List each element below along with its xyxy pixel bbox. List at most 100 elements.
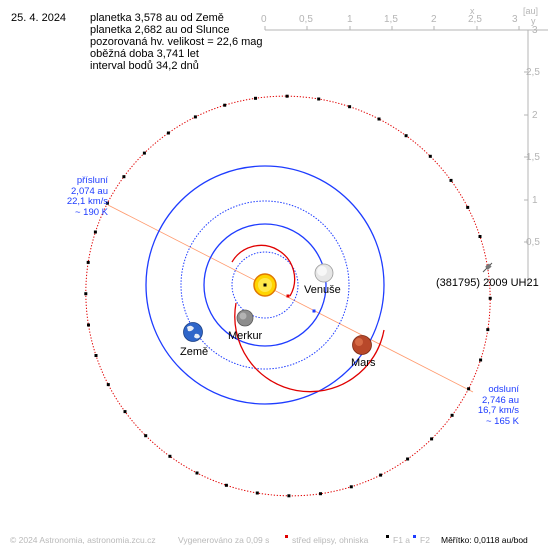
legend-center-swatch (285, 535, 288, 538)
earth-orbit (180, 200, 350, 370)
orbit-point-marker (94, 354, 98, 357)
orbit-point-marker (406, 457, 410, 461)
perihelion-info: přísluní 2,074 au 22,1 km/s ~ 190 K (66, 175, 108, 218)
generated-time: Vygenerováno za 0,09 s (178, 535, 270, 545)
aphelion-speed: 16,7 km/s (477, 405, 519, 416)
orbit-point-marker (86, 260, 90, 264)
orbit-point-marker (430, 437, 434, 441)
venus (314, 263, 334, 283)
aphelion-title: odsluní (488, 384, 519, 395)
orbit-point-marker (254, 96, 257, 100)
x-tick-2: 2 (431, 14, 437, 25)
x-scale-unit: [au] (523, 6, 539, 16)
y-tick-0-5: 0,5 (526, 237, 540, 248)
orbit-point-marker (87, 323, 90, 327)
orbit-point-marker (449, 178, 453, 182)
copyright: © 2024 Astronomia, astronomia.zcu.cz (10, 535, 156, 545)
legend-center-label: střed elipsy, ohniska (292, 535, 369, 545)
info-line-distance-sun: planetka 2,682 au od Slunce (90, 24, 230, 36)
orbit-point-marker (486, 328, 490, 332)
orbit-point-marker (377, 117, 381, 121)
y-tick-2-5: 2,5 (526, 67, 540, 78)
perihelion-distance: 2,074 au (71, 185, 108, 197)
info-line-period: oběžná doba 3,741 let (90, 48, 199, 60)
aphelion-distance: 2,746 au (482, 394, 519, 406)
x-axis-letter: x (470, 6, 475, 16)
mercury (236, 309, 254, 327)
asteroid-label: (381795) 2009 UH21 (436, 277, 539, 289)
orbit-point-marker (123, 410, 127, 414)
y-tick-3: 3 (532, 25, 538, 36)
info-line-magnitude: pozorovaná hv. velikost = 22,6 mag (90, 36, 263, 48)
x-tick-1-5: 1,5 (384, 14, 398, 25)
aphelion-info: odsluní 2,746 au 16,7 km/s ~ 165 K (477, 384, 519, 427)
y-axis-letter: y (531, 16, 536, 26)
orbit-point-marker (193, 115, 197, 119)
info-line-interval: interval bodů 34,2 dnů (90, 60, 199, 72)
aphelion-temperature: ~ 165 K (485, 415, 519, 427)
orbit-point-marker (224, 483, 228, 487)
info-line-distance-earth: planetka 3,578 au od Země (90, 12, 224, 24)
orbit-point-marker (223, 103, 227, 107)
perihelion-title: přísluní (76, 175, 108, 186)
orbit-point-marker (349, 485, 353, 489)
x-tick-3: 3 (512, 14, 518, 25)
x-scale (264, 26, 548, 31)
orbit-point-marker (319, 492, 322, 496)
venus-label: Venuše (304, 284, 341, 296)
mars (352, 335, 372, 355)
y-tick-1-5: 1,5 (526, 152, 540, 163)
asteroid-marker (482, 262, 493, 273)
orbit-point-marker (255, 491, 259, 495)
orbit-point-marker (379, 473, 383, 477)
orbit-point-marker (144, 434, 148, 438)
orbit-point-marker (105, 201, 109, 205)
mars-orbit (145, 165, 385, 405)
earth-label: Země (180, 346, 209, 358)
y-tick-2: 2 (532, 110, 538, 121)
legend-f1-swatch (386, 535, 389, 538)
orbit-point-marker (166, 131, 170, 135)
y-scale (524, 29, 529, 285)
x-tick-1: 1 (347, 14, 353, 25)
mercury-label: Merkur (228, 330, 263, 342)
orbit-point-marker (478, 235, 482, 238)
orbit-point-marker (450, 413, 454, 417)
orbit-point-marker (106, 383, 110, 387)
orbit-point-marker (142, 151, 146, 155)
orbit-point-marker (84, 292, 88, 296)
legend-f2-swatch (413, 535, 416, 538)
orbit-point-marker (488, 296, 492, 300)
orbit-point-marker (348, 105, 352, 109)
perihelion-temperature: ~ 190 K (74, 206, 108, 218)
orbit-point-marker (466, 205, 470, 209)
x-tick-0-5: 0,5 (299, 14, 313, 25)
orbit-point-marker (479, 358, 483, 362)
orbit-point-marker (404, 134, 408, 138)
orbit-point-marker (287, 494, 291, 498)
y-tick-1: 1 (532, 195, 538, 206)
apsis-line (107, 204, 474, 393)
sun (253, 273, 277, 297)
mercury-orbit (231, 251, 299, 319)
inner-red-arc (234, 302, 385, 393)
orbit-point-marker (317, 97, 321, 101)
earth (183, 322, 203, 342)
orbit-point-marker (467, 387, 471, 391)
date-label: 25. 4. 2024 (11, 12, 67, 24)
venus-orbit (203, 223, 327, 347)
orbit-point-marker (428, 154, 432, 158)
scale-label: Měřítko: 0,0118 au/bod (441, 535, 528, 545)
orbit-point-marker (122, 175, 126, 179)
perihelion-speed: 22,1 km/s (66, 196, 108, 207)
x-tick-0: 0 (261, 14, 267, 25)
mars-label: Mars (351, 357, 376, 369)
ellipse-center-marker (286, 294, 290, 298)
legend-f2-label: F2 (420, 535, 430, 545)
orbit-point-marker (285, 94, 289, 98)
orbit-point-marker (168, 454, 172, 458)
near-sun-arc (231, 244, 296, 297)
orbit-point-markers (84, 94, 492, 498)
legend-f1-label: F1 a (393, 535, 411, 545)
